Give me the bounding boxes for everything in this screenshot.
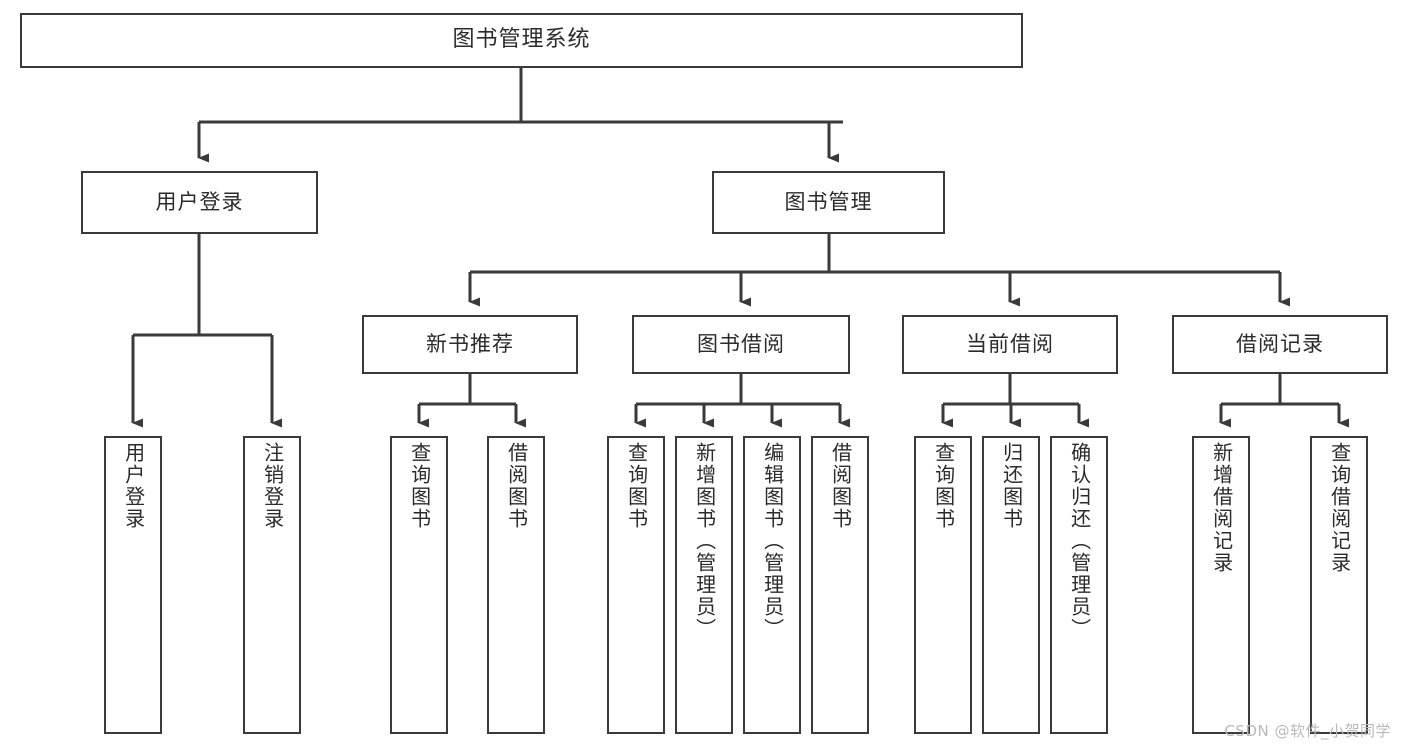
node-leaf-return-book[interactable]: 归还图书 <box>982 436 1040 734</box>
node-borrow-record[interactable]: 借阅记录 <box>1172 315 1388 374</box>
node-leaf-query-book-1[interactable]: 查询图书 <box>390 436 448 734</box>
node-leaf-return-book-label: 归还图书 <box>999 442 1024 530</box>
node-user-login[interactable]: 用户登录 <box>81 171 318 234</box>
node-book-management[interactable]: 图书管理 <box>712 171 945 234</box>
node-leaf-edit-book-admin[interactable]: 编辑图书（管理员） <box>743 436 801 734</box>
node-leaf-add-borrow-record[interactable]: 新增借阅记录 <box>1192 436 1250 734</box>
node-leaf-borrow-book-1-label: 借阅图书 <box>504 442 529 530</box>
node-leaf-query-book-2-label: 查询图书 <box>624 442 649 530</box>
node-book-borrow-label: 图书借阅 <box>697 331 785 356</box>
node-leaf-query-book-1-label: 查询图书 <box>407 442 432 530</box>
node-leaf-query-book-3[interactable]: 查询图书 <box>914 436 972 734</box>
node-leaf-user-login-label: 用户登录 <box>121 442 146 530</box>
node-book-management-label: 图书管理 <box>784 189 873 214</box>
node-leaf-confirm-return-admin[interactable]: 确认归还（管理员） <box>1050 436 1108 734</box>
node-book-borrow[interactable]: 图书借阅 <box>632 315 850 374</box>
node-leaf-user-login[interactable]: 用户登录 <box>104 436 162 734</box>
node-leaf-query-book-3-label: 查询图书 <box>931 442 956 530</box>
node-leaf-query-borrow-record[interactable]: 查询借阅记录 <box>1310 436 1368 734</box>
node-leaf-logout-login[interactable]: 注销登录 <box>243 436 301 734</box>
node-leaf-add-book-admin[interactable]: 新增图书（管理员） <box>675 436 733 734</box>
node-root-label: 图书管理系统 <box>452 27 591 53</box>
node-new-book-recommend-label: 新书推荐 <box>426 331 514 356</box>
node-user-login-label: 用户登录 <box>155 189 244 214</box>
node-leaf-query-book-2[interactable]: 查询图书 <box>607 436 665 734</box>
node-leaf-query-borrow-record-label: 查询借阅记录 <box>1327 442 1352 574</box>
node-new-book-recommend[interactable]: 新书推荐 <box>362 315 578 374</box>
node-current-borrow-label: 当前借阅 <box>966 331 1054 356</box>
node-leaf-borrow-book-1[interactable]: 借阅图书 <box>487 436 545 734</box>
node-current-borrow[interactable]: 当前借阅 <box>902 315 1118 374</box>
node-leaf-confirm-return-admin-label: 确认归还（管理员） <box>1067 442 1092 640</box>
node-root[interactable]: 图书管理系统 <box>20 13 1023 68</box>
node-leaf-borrow-book-2-label: 借阅图书 <box>828 442 853 530</box>
node-leaf-add-borrow-record-label: 新增借阅记录 <box>1209 442 1234 574</box>
node-leaf-logout-login-label: 注销登录 <box>260 442 285 530</box>
node-leaf-add-book-admin-label: 新增图书（管理员） <box>692 442 717 640</box>
node-leaf-borrow-book-2[interactable]: 借阅图书 <box>811 436 869 734</box>
node-borrow-record-label: 借阅记录 <box>1236 331 1324 356</box>
node-leaf-edit-book-admin-label: 编辑图书（管理员） <box>760 442 785 640</box>
